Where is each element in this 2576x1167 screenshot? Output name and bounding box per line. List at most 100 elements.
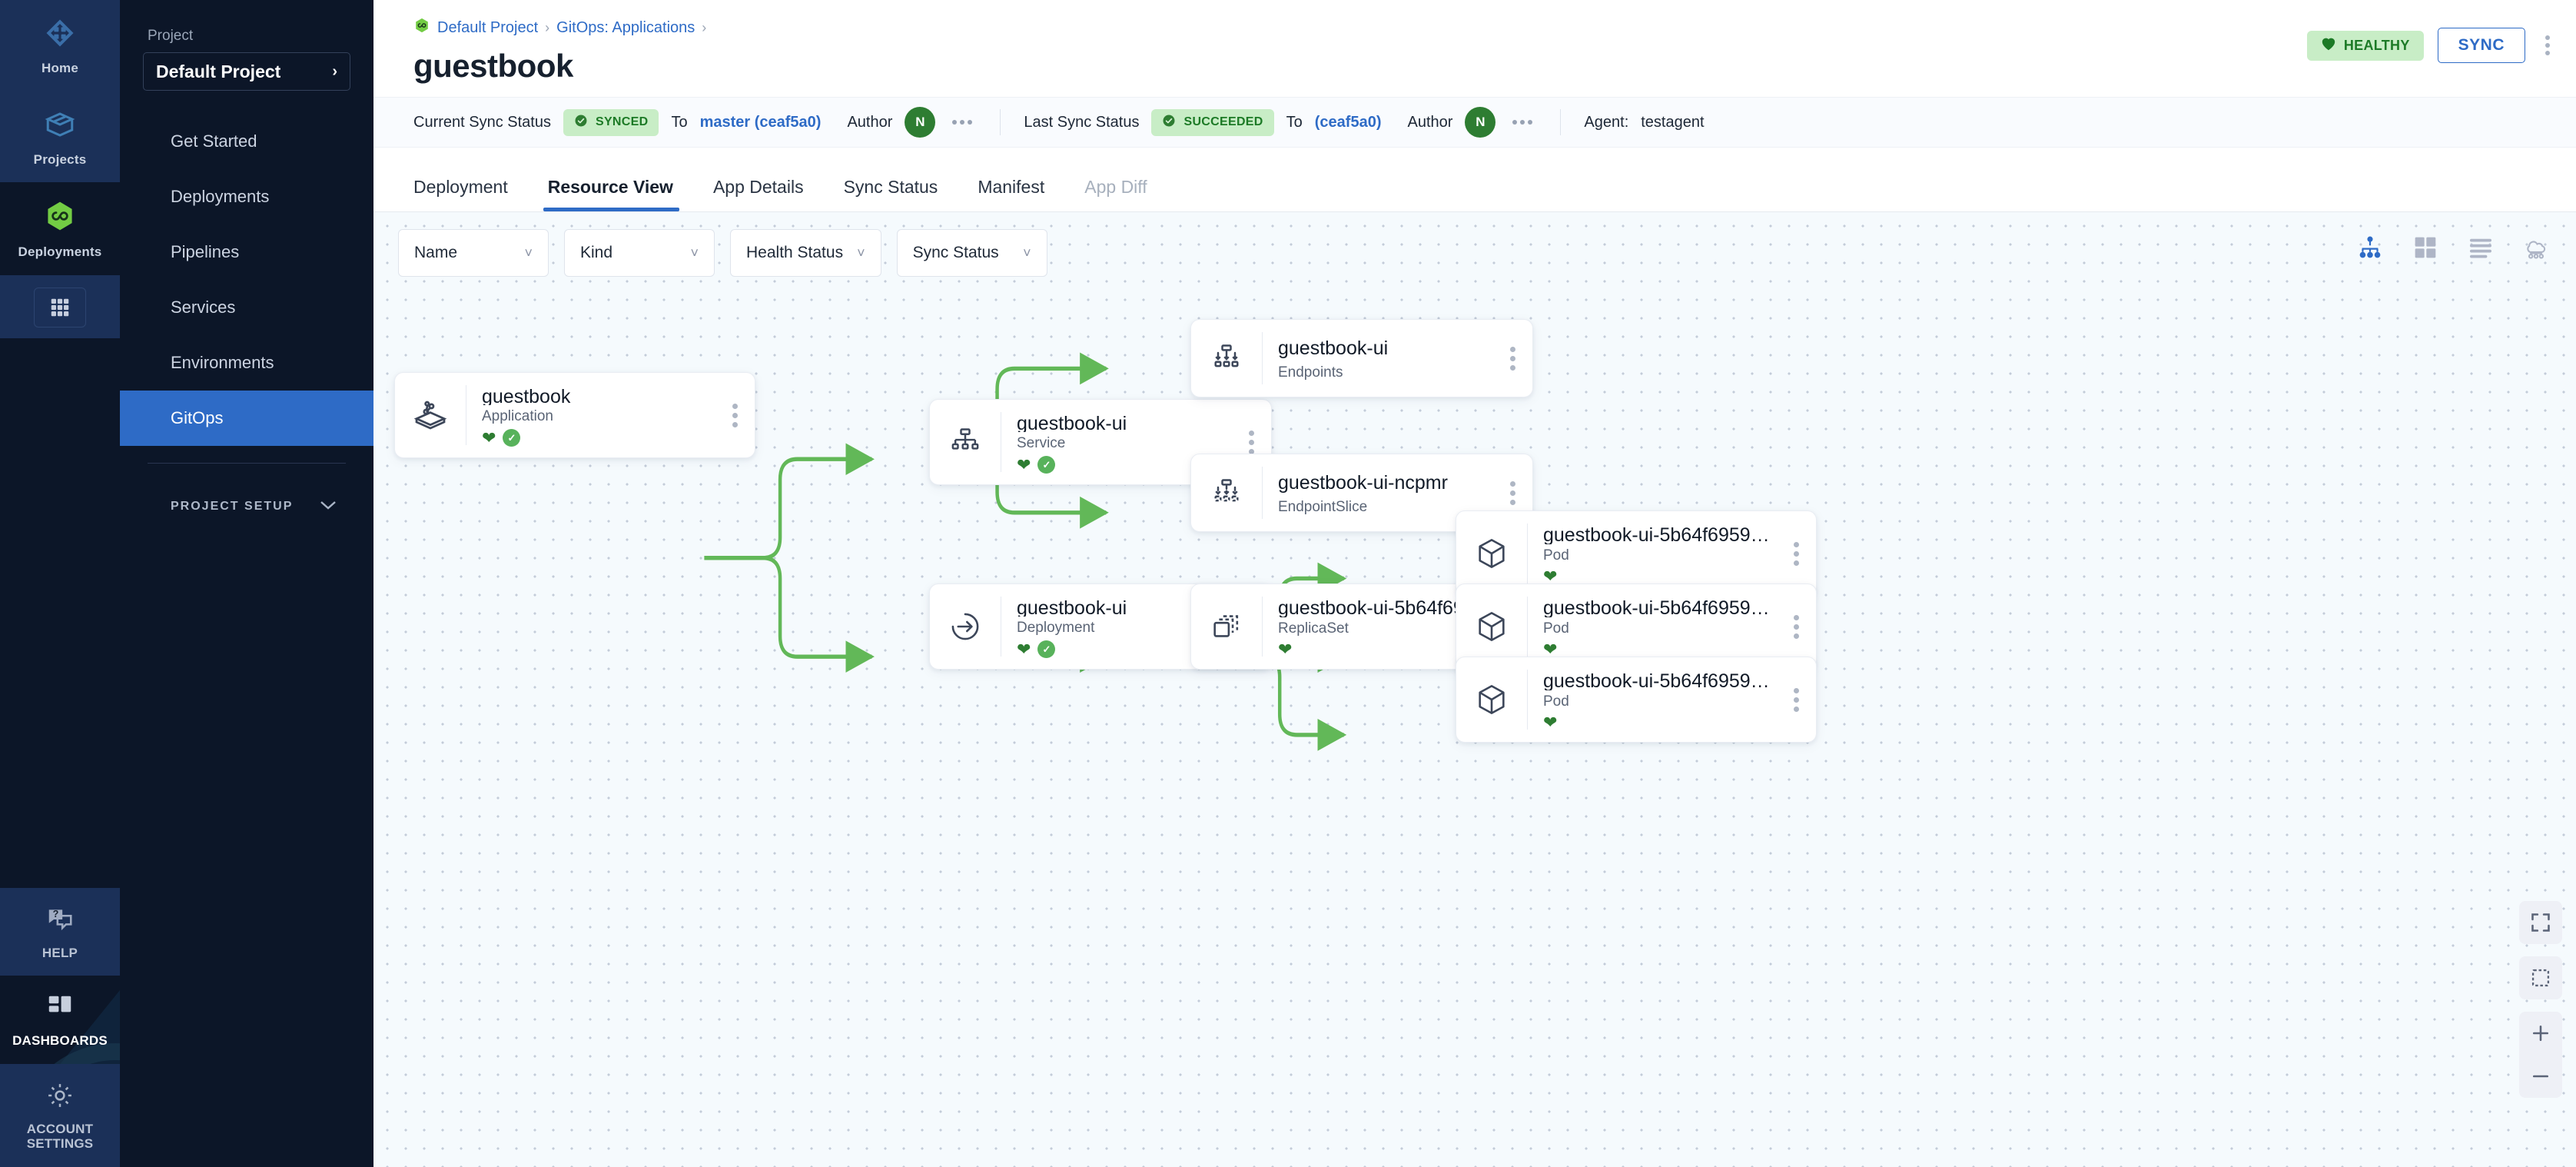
graph-node-application[interactable]: guestbook Application ❤ ✓ — [394, 372, 755, 458]
node-kind: Pod — [1543, 620, 1569, 637]
filter-label: Name — [414, 244, 458, 261]
tab-label: Resource View — [547, 177, 673, 197]
rail-item-label: Deployments — [18, 244, 102, 260]
node-more-menu[interactable] — [1777, 657, 1816, 742]
node-title: guestbook-ui-5b64f6959… — [1543, 524, 1770, 544]
filter-name[interactable]: Name ˅ — [398, 229, 549, 277]
zoom-inout-group — [2519, 1012, 2562, 1098]
node-more-menu[interactable] — [1777, 511, 1816, 596]
node-title: guestbook-ui-5b64f6959… — [1543, 670, 1770, 690]
filter-label: Kind — [580, 244, 613, 261]
node-more-menu[interactable] — [1232, 400, 1271, 484]
gear-icon — [45, 1081, 75, 1114]
sync-status-bar: Current Sync Status SYNCED To master (ce… — [373, 97, 2576, 148]
current-sync-author-label: Author — [847, 113, 893, 131]
node-more-menu[interactable] — [1493, 320, 1532, 397]
agent-label: Agent: — [1584, 113, 1629, 131]
box-icon — [44, 108, 76, 145]
sync-button[interactable]: SYNC — [2437, 28, 2525, 63]
health-heart-icon: ❤ — [1278, 640, 1293, 659]
filter-health-status[interactable]: Health Status ˅ — [730, 229, 881, 277]
fullscreen-icon[interactable] — [2519, 901, 2562, 944]
sidebar-item-gitops[interactable]: GitOps — [120, 391, 373, 446]
rail-item-dashboards[interactable]: DASHBOARDS — [0, 976, 120, 1064]
graph-node-endpointslice[interactable]: guestbook-ui-ncpmr EndpointSlice — [1190, 454, 1533, 532]
tab-label: Deployment — [413, 177, 508, 197]
chevron-down-icon: ˅ — [857, 244, 865, 261]
sync-check-icon: ✓ — [1037, 640, 1056, 658]
sidebar-item-label: Environments — [171, 353, 274, 372]
network-cloud-icon[interactable] — [2521, 232, 2551, 263]
project-selector[interactable]: Default Project › — [143, 52, 350, 91]
last-sync-more-menu[interactable] — [1508, 120, 1537, 125]
selection-box-icon[interactable] — [2519, 956, 2562, 999]
node-kind: Pod — [1543, 547, 1569, 564]
last-sync-status-value: SUCCEEDED — [1183, 115, 1263, 128]
rail-item-help[interactable]: ? HELP — [0, 887, 120, 976]
header-more-menu[interactable] — [2539, 32, 2556, 58]
filter-sync-status[interactable]: Sync Status ˅ — [896, 229, 1047, 277]
list-view-icon[interactable] — [2465, 232, 2496, 263]
node-kind: Service — [1017, 435, 1066, 451]
resource-graph-canvas[interactable]: Name ˅ Kind ˅ Health Status ˅ Sync Statu… — [373, 212, 2576, 1167]
sync-check-icon: ✓ — [1037, 456, 1056, 474]
current-sync-to-label: To — [671, 113, 688, 131]
graph-node-pod-1[interactable]: guestbook-ui-5b64f6959… Pod ❤ — [1456, 510, 1817, 597]
current-sync-revision-link[interactable]: master (ceaf5a0) — [699, 113, 822, 131]
graph-node-pod-3[interactable]: guestbook-ui-5b64f6959… Pod ❤ — [1456, 657, 1817, 743]
node-more-menu[interactable] — [715, 373, 755, 457]
last-sync-status-badge: SUCCEEDED — [1151, 108, 1274, 136]
sidebar-item-services[interactable]: Services — [120, 280, 373, 335]
resource-graph: guestbook Application ❤ ✓ — [373, 212, 2576, 1167]
node-title: guestbook — [482, 386, 571, 405]
page-title: guestbook — [413, 48, 573, 84]
rail-item-account-settings[interactable]: ACCOUNT SETTINGS — [0, 1063, 120, 1167]
check-circle-icon — [1162, 114, 1176, 131]
sidebar-item-get-started[interactable]: Get Started — [120, 114, 373, 169]
tab-app-details[interactable]: App Details — [693, 148, 824, 211]
tab-sync-status[interactable]: Sync Status — [824, 148, 958, 211]
deployment-icon — [930, 584, 1001, 669]
home-diamond-icon — [44, 17, 76, 53]
heart-icon — [2321, 37, 2336, 55]
breadcrumb-link-gitops-applications[interactable]: GitOps: Applications — [556, 18, 695, 36]
infinity-hex-icon — [43, 199, 77, 237]
node-more-menu[interactable] — [1777, 584, 1816, 669]
status-divider — [1560, 109, 1562, 135]
zoom-in-icon[interactable] — [2519, 1012, 2562, 1055]
filter-kind[interactable]: Kind ˅ — [564, 229, 715, 277]
breadcrumb-link-default-project[interactable]: Default Project — [437, 18, 539, 36]
grid-view-icon[interactable] — [2410, 232, 2441, 263]
node-divider — [1262, 467, 1263, 519]
chevron-down-icon: ˅ — [690, 244, 699, 261]
node-badges: ❤ — [1543, 714, 1777, 731]
sidebar-item-pipelines[interactable]: Pipelines — [120, 224, 373, 280]
health-heart-icon: ❤ — [1543, 713, 1558, 732]
app-health-badge-label: HEALTHY — [2343, 37, 2410, 53]
node-divider — [1527, 670, 1528, 730]
filter-bar: Name ˅ Kind ˅ Health Status ˅ Sync Statu… — [398, 229, 1047, 277]
graph-node-endpoints[interactable]: guestbook-ui Endpoints — [1190, 319, 1533, 397]
graph-node-pod-2[interactable]: guestbook-ui-5b64f6959… Pod ❤ — [1456, 584, 1817, 670]
rail-item-deployments[interactable]: Deployments — [0, 182, 120, 275]
tab-deployment[interactable]: Deployment — [413, 148, 528, 211]
primary-nav-rail: Home Projects Deployments — [0, 0, 120, 1167]
current-sync-more-menu[interactable] — [948, 120, 977, 125]
apps-grid-button[interactable] — [0, 274, 120, 338]
zoom-out-icon[interactable] — [2519, 1055, 2562, 1098]
rail-item-projects[interactable]: Projects — [0, 91, 120, 183]
node-more-menu[interactable] — [1493, 454, 1532, 531]
node-badges: ❤ — [1543, 641, 1777, 658]
sidebar-item-environments[interactable]: Environments — [120, 335, 373, 391]
chevron-down-icon — [320, 500, 337, 514]
tab-label: App Diff — [1084, 177, 1147, 197]
sidebar-item-deployments[interactable]: Deployments — [120, 169, 373, 224]
tab-resource-view[interactable]: Resource View — [528, 148, 693, 211]
last-sync-revision-link[interactable]: (ceaf5a0) — [1314, 113, 1382, 131]
tree-view-icon[interactable] — [2355, 232, 2385, 263]
application-icon — [395, 373, 466, 457]
sidebar-project-setup[interactable]: PROJECT SETUP — [120, 485, 373, 528]
tab-manifest[interactable]: Manifest — [958, 148, 1064, 211]
rail-item-home[interactable]: Home — [0, 0, 120, 91]
